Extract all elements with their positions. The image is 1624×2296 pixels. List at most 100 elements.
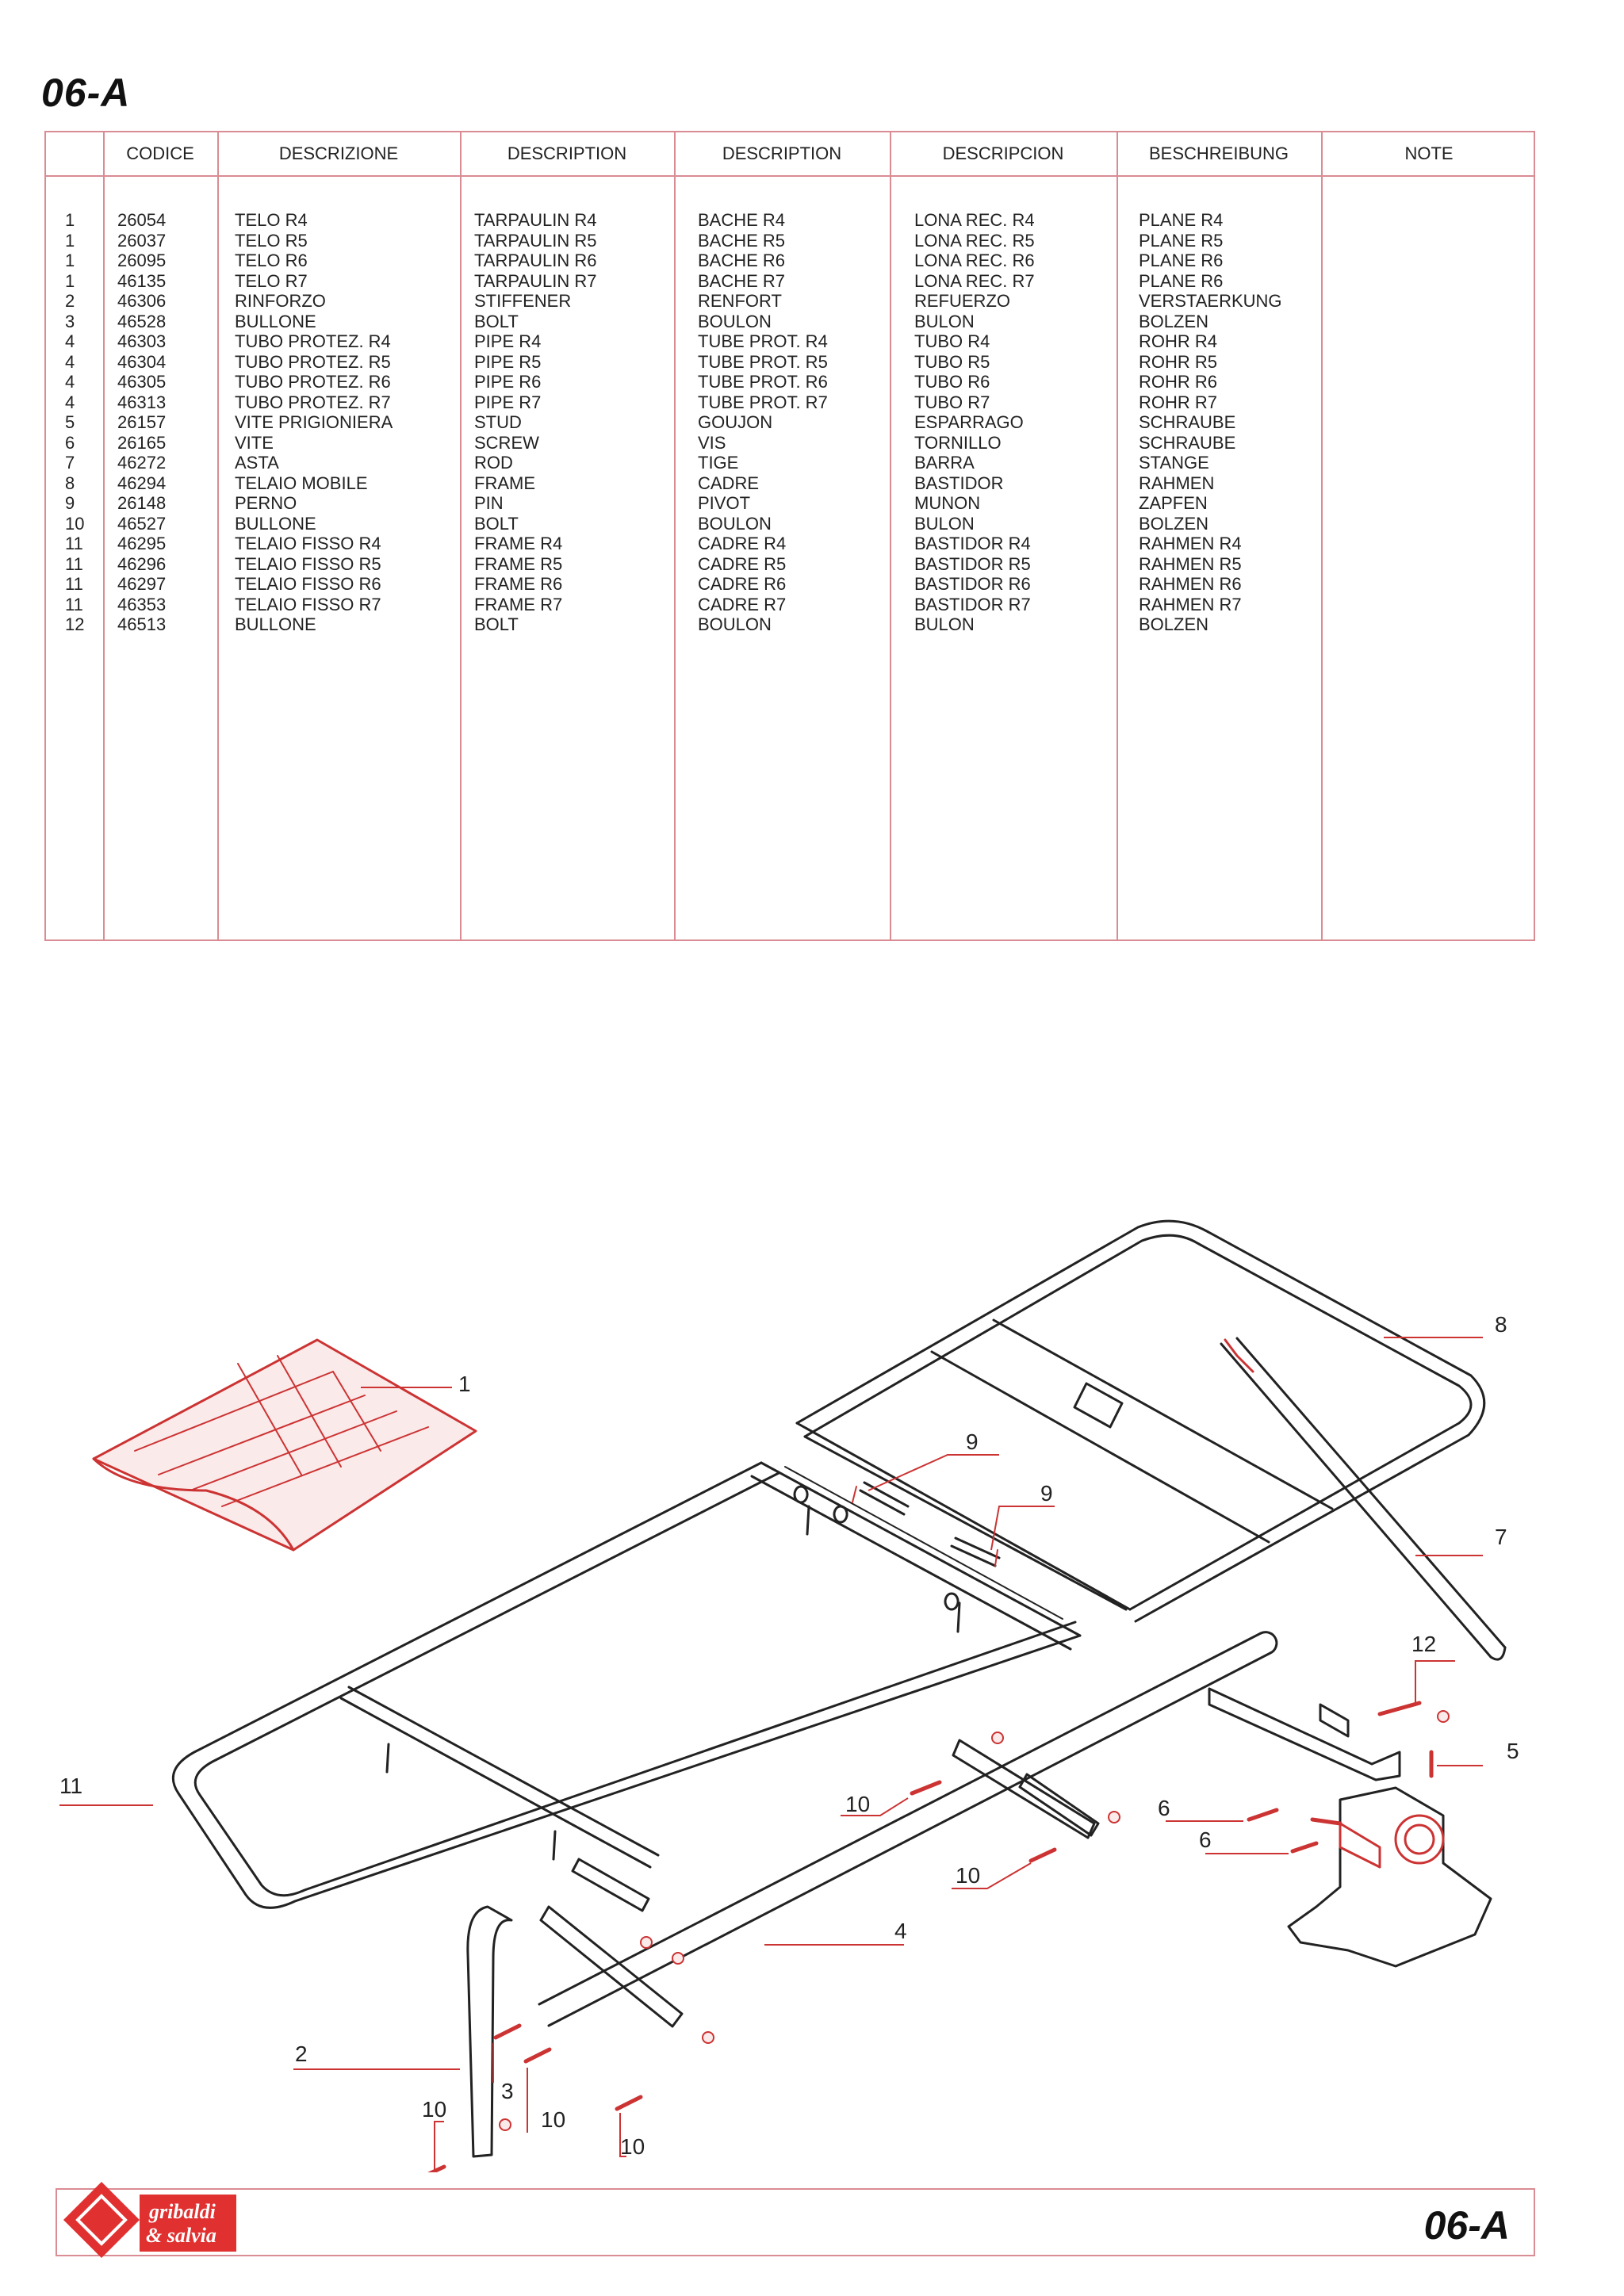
cell-descrizione: BULLONE xyxy=(235,614,316,634)
cell-description-fr: TUBE PROT. R5 xyxy=(698,351,828,372)
cell-descrizione: TELO R6 xyxy=(235,251,308,270)
cell-code: 46528 xyxy=(117,311,167,331)
callout-9-upper: 9 xyxy=(966,1429,979,1454)
cell-beschreibung: ROHR R7 xyxy=(1139,392,1218,412)
cell-description-fr: BACHE R5 xyxy=(698,230,786,251)
cell-description-en: STUD xyxy=(474,412,522,432)
cell-description-en: TARPAULIN R6 xyxy=(474,251,597,270)
cell-item: 11 xyxy=(65,534,83,553)
cell-descripcion: MUNON xyxy=(914,493,981,513)
cell-item: 4 xyxy=(65,392,75,412)
cell-beschreibung: PLANE R6 xyxy=(1139,270,1224,291)
cell-descripcion: BASTIDOR R7 xyxy=(914,594,1031,614)
cell-description-fr: TIGE xyxy=(698,453,739,473)
cell-descripcion: BASTIDOR R5 xyxy=(914,553,1031,574)
logo-text-line2: & salvia xyxy=(146,2224,216,2247)
protective-tube-illustration xyxy=(538,1631,1278,2028)
cell-descrizione: TELO R5 xyxy=(235,230,308,251)
header-codice: CODICE xyxy=(126,144,194,163)
cell-descripcion: LONA REC. R5 xyxy=(914,230,1035,251)
brand-logo: gribaldi & salvia xyxy=(63,2182,236,2258)
cell-description-en: PIPE R6 xyxy=(474,372,542,392)
cell-description-en: TARPAULIN R5 xyxy=(474,230,597,251)
cell-code: 46313 xyxy=(117,392,167,412)
exploded-diagram: 1 8 9 9 7 12 5 11 6 6 10 10 4 2 3 10 10 … xyxy=(0,1189,1624,2172)
cell-descripcion: BARRA xyxy=(914,453,975,473)
cell-descripcion: ESPARRAGO xyxy=(914,412,1024,432)
header-descripcion: DESCRIPCION xyxy=(942,144,1064,163)
pins-illustration xyxy=(852,1481,1001,1567)
header-note: NOTE xyxy=(1404,144,1454,163)
cell-description-en: BOLT xyxy=(474,614,519,634)
cell-descrizione: TUBO PROTEZ. R7 xyxy=(235,392,391,412)
cell-descripcion: BASTIDOR R4 xyxy=(914,534,1031,553)
leader-lines xyxy=(59,1337,1483,2171)
cell-beschreibung: PLANE R6 xyxy=(1139,251,1224,270)
cell-code: 46294 xyxy=(117,473,167,493)
cell-beschreibung: BOLZEN xyxy=(1139,311,1209,331)
cell-descripcion: REFUERZO xyxy=(914,291,1010,311)
diagram-drawing: 1 8 9 9 7 12 5 11 6 6 10 10 4 2 3 10 10 … xyxy=(59,1219,1519,2172)
cell-code: 46513 xyxy=(117,614,167,634)
cell-item: 2 xyxy=(65,291,75,311)
cell-description-en: FRAME R7 xyxy=(474,594,563,614)
callout-11: 11 xyxy=(59,1774,82,1798)
cell-descripcion: TUBO R7 xyxy=(914,392,990,412)
cell-descrizione: VITE xyxy=(235,432,274,453)
column-divider xyxy=(890,132,891,939)
callout-12: 12 xyxy=(1411,1632,1436,1656)
cell-description-en: PIN xyxy=(474,493,504,513)
cell-item: 1 xyxy=(65,210,75,230)
bracket-illustration xyxy=(1208,1687,1434,1781)
cell-descripcion: TUBO R4 xyxy=(914,331,990,351)
header-description-en: DESCRIPTION xyxy=(507,144,627,163)
cell-descrizione: TELO R7 xyxy=(235,270,308,291)
cell-beschreibung: STANGE xyxy=(1139,453,1209,473)
cell-description-fr: RENFORT xyxy=(698,291,782,311)
cell-description-fr: GOUJON xyxy=(698,412,773,432)
bolts-illustration xyxy=(427,1780,1319,2172)
page-title: 06-A xyxy=(41,71,131,115)
cell-description-en: PIPE R4 xyxy=(474,331,542,351)
cell-description-en: PIPE R7 xyxy=(474,392,542,412)
callout-10-middle-lower: 10 xyxy=(956,1863,980,1888)
cell-descripcion: BULON xyxy=(914,513,975,534)
cell-beschreibung: BOLZEN xyxy=(1139,513,1209,534)
fixed-frame-illustration xyxy=(171,1461,1082,1909)
cell-code: 46303 xyxy=(117,331,167,351)
cell-item: 4 xyxy=(65,331,75,351)
cell-beschreibung: RAHMEN R4 xyxy=(1139,534,1242,553)
cell-item: 1 xyxy=(65,251,75,270)
cell-beschreibung: ZAPFEN xyxy=(1139,493,1208,513)
cell-item: 11 xyxy=(65,574,83,594)
header-description-fr: DESCRIPTION xyxy=(722,144,842,163)
cell-descrizione: TELAIO FISSO R6 xyxy=(235,574,381,594)
cell-description-fr: PIVOT xyxy=(698,493,751,513)
movable-frame-illustration xyxy=(795,1219,1486,1623)
cell-descrizione: RINFORZO xyxy=(235,291,326,311)
cell-code: 26054 xyxy=(117,210,167,230)
cell-descripcion: TUBO R6 xyxy=(914,372,990,392)
cell-descripcion: LONA REC. R7 xyxy=(914,270,1035,291)
callout-6-lower: 6 xyxy=(1199,1827,1212,1852)
cell-descrizione: PERNO xyxy=(235,493,297,513)
cell-description-en: PIPE R5 xyxy=(474,351,542,372)
callout-1: 1 xyxy=(458,1372,471,1396)
cell-beschreibung: VERSTAERKUNG xyxy=(1139,291,1282,311)
cell-description-fr: BOULON xyxy=(698,311,772,331)
cell-item: 10 xyxy=(65,513,85,534)
cell-item: 5 xyxy=(65,412,75,432)
cell-code: 46304 xyxy=(117,351,167,372)
callout-5: 5 xyxy=(1507,1739,1519,1763)
cell-description-fr: CADRE R6 xyxy=(698,574,787,594)
cell-code: 26148 xyxy=(117,493,167,513)
callout-8: 8 xyxy=(1495,1312,1507,1337)
cell-description-en: ROD xyxy=(474,453,513,473)
